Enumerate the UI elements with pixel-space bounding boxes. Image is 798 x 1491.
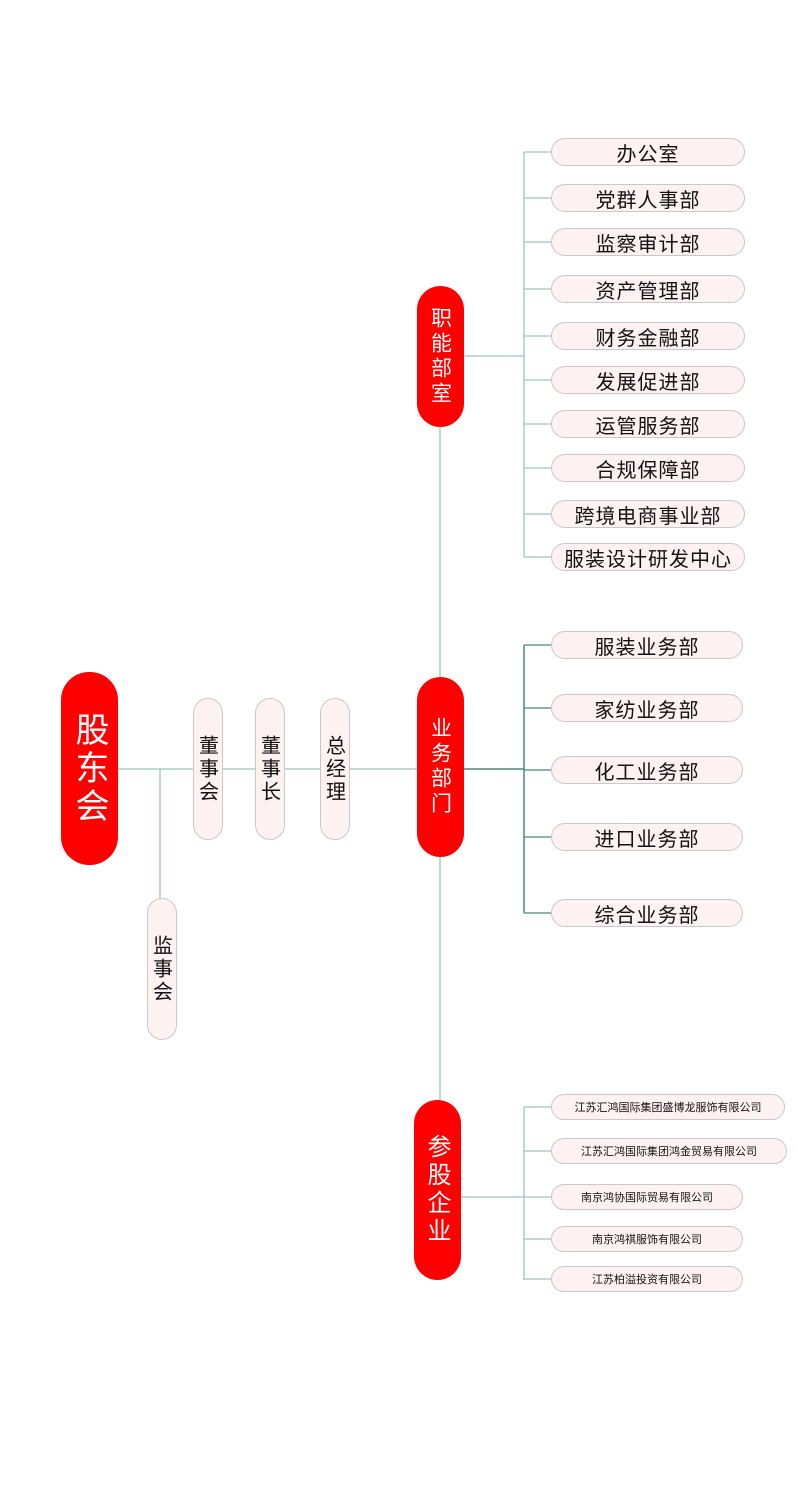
- business-item: 家纺业务部: [551, 694, 743, 722]
- functional-departments-node: 职能部室: [417, 286, 464, 427]
- functional-item: 发展促进部: [551, 366, 745, 394]
- functional-item: 合规保障部: [551, 454, 745, 482]
- holdings-item: 江苏柏溢投资有限公司: [551, 1266, 743, 1292]
- general-manager-node: 总经理: [320, 698, 350, 840]
- functional-item: 党群人事部: [551, 184, 745, 212]
- functional-item: 办公室: [551, 138, 745, 166]
- business-item: 进口业务部: [551, 823, 743, 851]
- holdings-node: 参股企业: [414, 1100, 461, 1280]
- holdings-item: 南京鸿祺服饰有限公司: [551, 1226, 743, 1252]
- holdings-item: 江苏汇鸿国际集团盛博龙服饰有限公司: [551, 1094, 785, 1120]
- functional-item: 跨境电商事业部: [551, 500, 745, 528]
- chairman-node: 董事长: [255, 698, 285, 840]
- shareholders-meeting-node: 股东会: [61, 672, 118, 865]
- functional-item: 监察审计部: [551, 228, 745, 256]
- functional-item: 资产管理部: [551, 275, 745, 303]
- business-item: 服装业务部: [551, 631, 743, 659]
- business-departments-node: 业务部门: [417, 677, 464, 857]
- business-item: 综合业务部: [551, 899, 743, 927]
- holdings-item: 南京鸿协国际贸易有限公司: [551, 1184, 743, 1210]
- business-item: 化工业务部: [551, 756, 743, 784]
- board-of-directors-node: 董事会: [193, 698, 223, 840]
- supervisory-board-node: 监事会: [147, 898, 177, 1040]
- functional-item: 运管服务部: [551, 410, 745, 438]
- functional-item: 财务金融部: [551, 322, 745, 350]
- functional-item: 服装设计研发中心: [551, 543, 745, 571]
- holdings-item: 江苏汇鸿国际集团鸿金贸易有限公司: [551, 1138, 787, 1164]
